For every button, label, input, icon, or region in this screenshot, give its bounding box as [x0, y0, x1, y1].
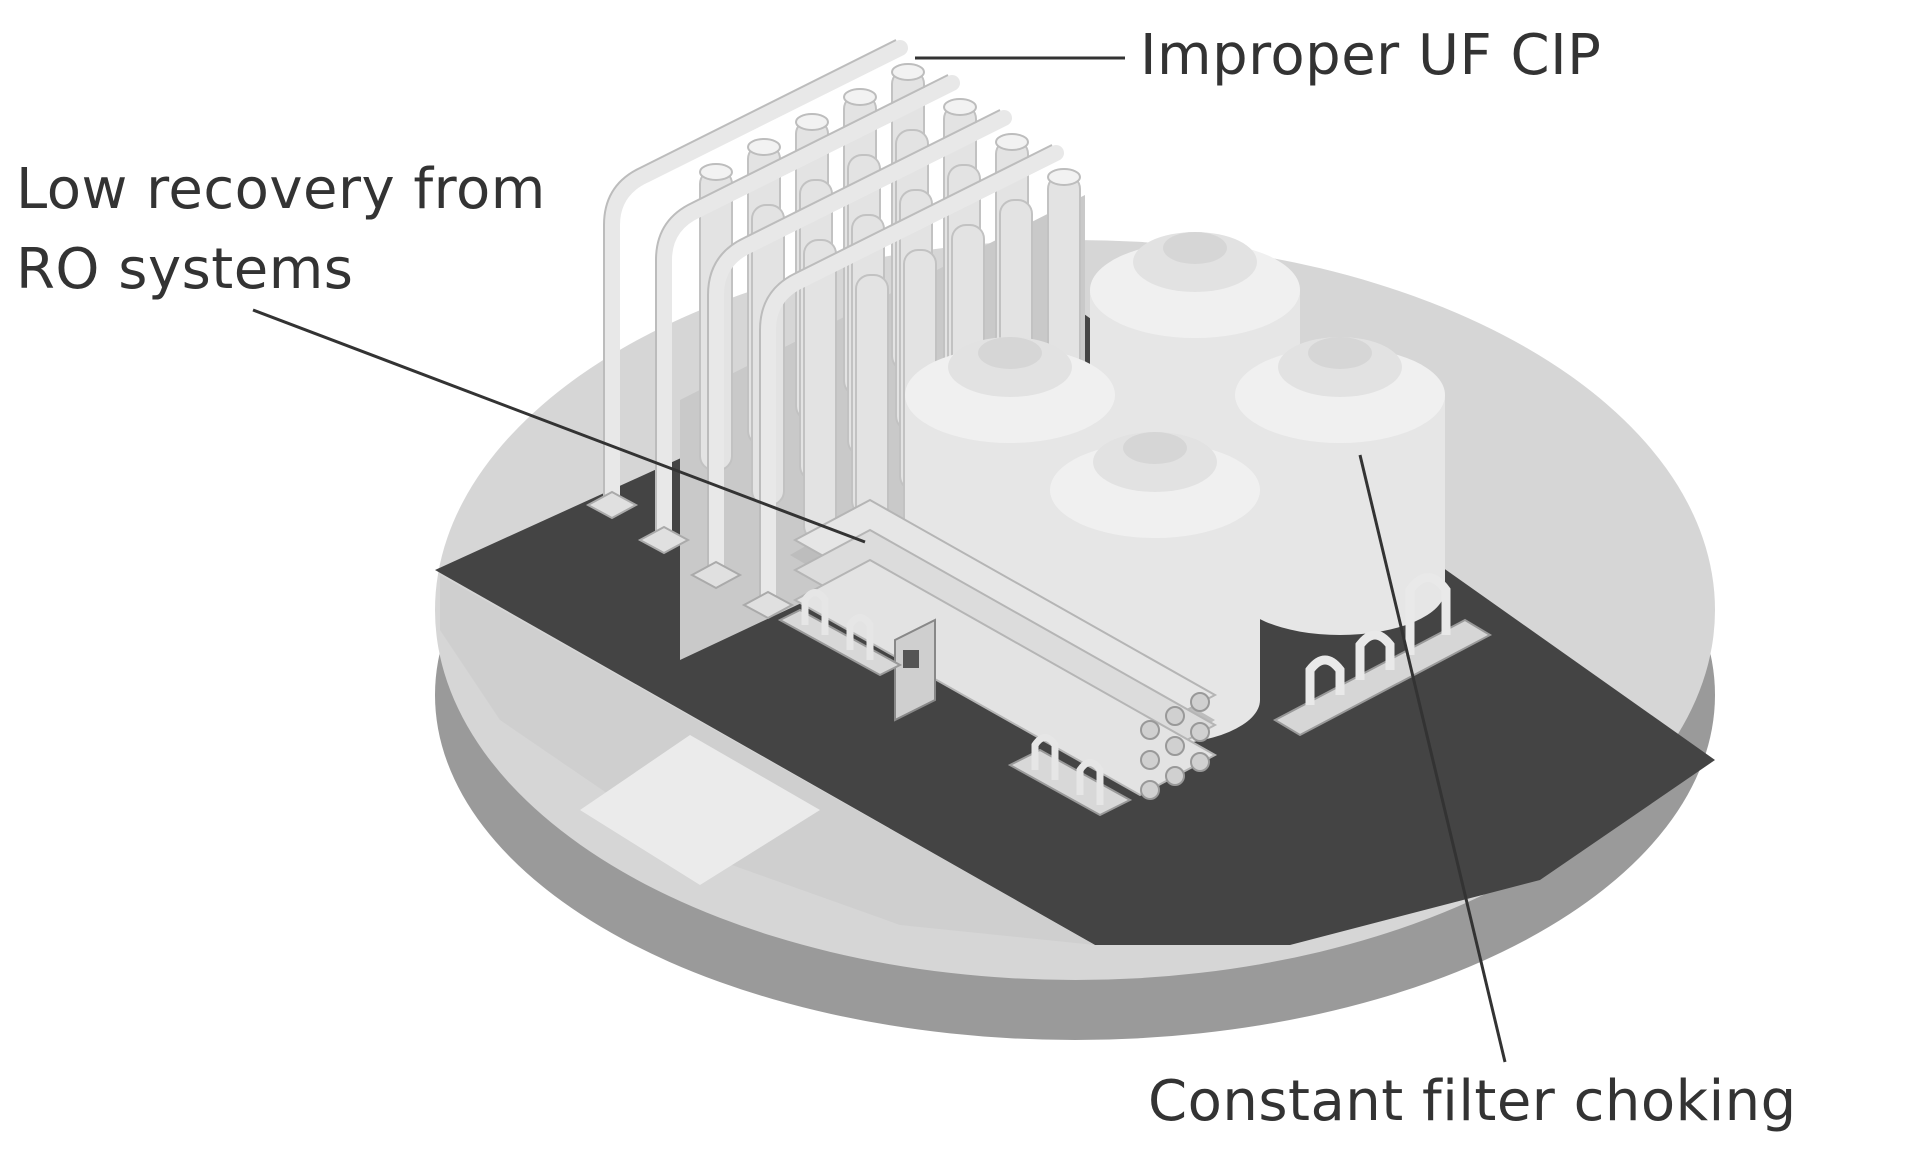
- uf-foot: [585, 490, 639, 520]
- tank-hatch: [1123, 432, 1187, 464]
- ro-end-cap: [1140, 720, 1160, 740]
- uf-cap: [699, 163, 733, 181]
- uf-cap: [995, 133, 1029, 151]
- ro-pressure-vessel-skid: [790, 498, 1218, 800]
- ro-end-cap: [1140, 780, 1160, 800]
- pump-arch: [1405, 573, 1451, 655]
- tank-hatch: [1308, 337, 1372, 369]
- uf-foot: [741, 590, 795, 620]
- uf-cap: [1047, 168, 1081, 186]
- road-crosswalk: [580, 735, 820, 885]
- road-light-patch: [440, 575, 1095, 945]
- pump-arch: [846, 614, 874, 660]
- uf-cap: [747, 138, 781, 156]
- uf-foot: [637, 525, 691, 555]
- uf-pipe-edge: [759, 144, 1053, 600]
- uf-pipe-edge: [707, 109, 1001, 570]
- ro-vessels: [792, 498, 1218, 797]
- tank-body: [1235, 395, 1445, 635]
- uf-cap: [795, 113, 829, 131]
- ro-end-cap: [1190, 722, 1210, 742]
- pump-arch: [1305, 655, 1345, 705]
- control-panel-front: [894, 618, 936, 722]
- pump-skid: [1272, 573, 1493, 737]
- uf-pipe: [760, 145, 1064, 608]
- tank-hatch: [1163, 232, 1227, 264]
- control-panel-screen: [903, 650, 919, 668]
- uf-pipe: [656, 75, 960, 543]
- pump-arch: [1031, 734, 1059, 780]
- pump-skid: [777, 589, 903, 677]
- ro-end-cap: [1140, 750, 1160, 770]
- uf-cap: [891, 63, 925, 81]
- uf-pipe-edge: [603, 39, 897, 500]
- uf-cap: [943, 98, 977, 116]
- ro-end-cap: [1165, 706, 1185, 726]
- ro-vessel: [792, 558, 1218, 797]
- pump-skids: [777, 573, 1493, 817]
- uf-pipe-feet: [585, 490, 795, 620]
- pump-skid-base: [1272, 618, 1493, 737]
- ro-vessel-ends: [1140, 692, 1210, 800]
- uf-cap: [843, 88, 877, 106]
- uf-foot: [689, 560, 743, 590]
- pump-arch: [801, 589, 829, 635]
- uf-header-pipes-outline: [603, 39, 1053, 600]
- ro-end-cap: [1190, 692, 1210, 712]
- pump-arch: [1076, 759, 1104, 805]
- ro-end-cap: [1165, 736, 1185, 756]
- callout-filter-choking: Constant filter choking: [1148, 1069, 1797, 1134]
- uf-module-caps: [699, 63, 1081, 186]
- callout-ro-recovery: Low recovery from RO systems: [16, 157, 546, 302]
- storage-tank: [1235, 337, 1445, 635]
- leader-line-filter-choking: [1358, 454, 1507, 1063]
- uf-pipe: [604, 40, 908, 508]
- tank-hatch: [978, 337, 1042, 369]
- leader-lines: [252, 56, 1507, 1063]
- uf-pipe: [708, 110, 1012, 578]
- uf-header-pipes: [604, 40, 1064, 608]
- pump-arch: [1355, 630, 1395, 680]
- callout-uf-cip: Improper UF CIP: [1140, 23, 1602, 88]
- uf-pipe-edge: [655, 74, 949, 535]
- ro-end-cap: [1165, 766, 1185, 786]
- pump-skid: [1007, 734, 1133, 817]
- ro-end-cap: [1190, 752, 1210, 772]
- leader-line-ro-recovery: [252, 308, 866, 544]
- control-panel: [894, 618, 936, 722]
